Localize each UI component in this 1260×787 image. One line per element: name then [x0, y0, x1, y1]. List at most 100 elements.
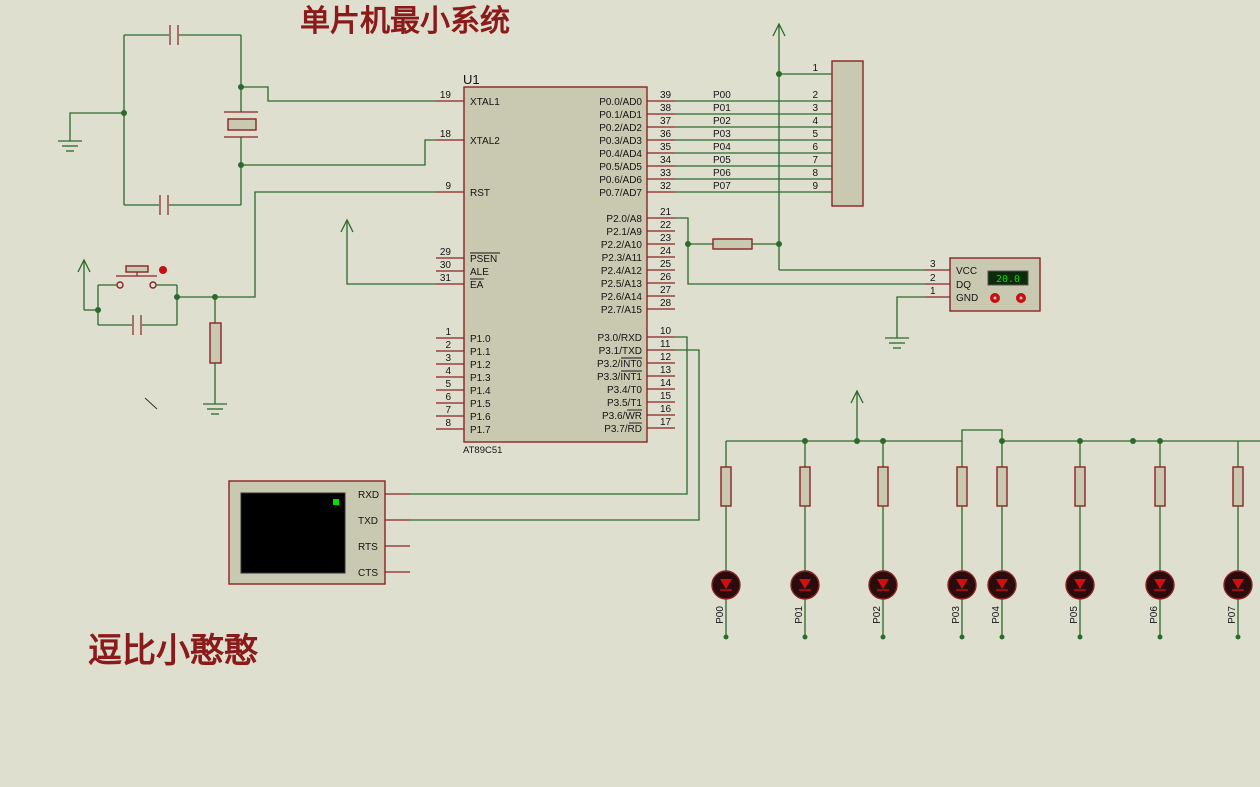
led-channel-p01[interactable]: P01	[790, 441, 820, 640]
capacitor-c3[interactable]	[132, 315, 142, 335]
wire-rxd[interactable]	[410, 336, 688, 495]
virtual-terminal[interactable]: RXD TXD RTS CTS	[228, 480, 410, 585]
u1-pin-p1-3[interactable]: 4P1.3	[436, 366, 491, 384]
u1-body[interactable]	[463, 86, 648, 443]
wire-txd[interactable]	[410, 349, 700, 521]
u1-pin-p1-4[interactable]: 5P1.4	[436, 379, 491, 397]
button-indicator-icon[interactable]	[159, 266, 167, 274]
wire-gnd[interactable]	[896, 296, 925, 338]
pin-number: 18	[440, 129, 452, 140]
reset-button[interactable]	[116, 265, 167, 289]
wire-xtal1[interactable]	[241, 86, 436, 102]
pin-number: 16	[660, 404, 672, 415]
resistor[interactable]	[877, 466, 889, 507]
power-terminal[interactable]	[340, 218, 354, 233]
led-channel-p06[interactable]: P06	[1145, 441, 1175, 640]
resistor[interactable]	[1232, 466, 1244, 507]
pin-name: P2.2/A10	[601, 240, 643, 251]
u1-pin-p1-1[interactable]: 2P1.1	[436, 340, 491, 358]
u1-pin-p1-2[interactable]: 3P1.2	[436, 353, 491, 371]
led-channel-p05[interactable]: P05	[1065, 441, 1095, 640]
pin-name: P1.2	[470, 360, 491, 371]
u1-pin-p1-6[interactable]: 7P1.6	[436, 405, 491, 423]
wire-dq[interactable]	[675, 217, 925, 285]
u1-pin-p1-5[interactable]: 6P1.5	[436, 392, 491, 410]
power-terminal[interactable]	[77, 258, 91, 310]
u1-pin-p1-7[interactable]: 8P1.7	[436, 418, 491, 436]
crystal-x1[interactable]	[224, 111, 258, 138]
resistor[interactable]	[799, 466, 811, 507]
u1-pin-p1-0[interactable]: 1P1.0	[436, 327, 491, 345]
led-array[interactable]: P00 P01 P02 P03 P04	[711, 389, 1260, 640]
resistor[interactable]	[1074, 466, 1086, 507]
led-channel-p03[interactable]: P03	[947, 441, 977, 640]
capacitor-c1[interactable]	[169, 25, 179, 45]
ground-symbol[interactable]	[885, 337, 909, 349]
resistor[interactable]	[996, 466, 1008, 507]
wire-ea[interactable]	[346, 220, 436, 285]
crystal-circuit[interactable]	[58, 25, 436, 215]
ground-symbol[interactable]	[58, 140, 82, 152]
wire-rst[interactable]	[177, 191, 436, 298]
capacitor-c2[interactable]	[159, 195, 169, 215]
terminal-screen[interactable]	[240, 492, 346, 574]
reset-circuit[interactable]	[77, 191, 436, 415]
ds18b20-sensor[interactable]: 3 2 1 VCC DQ GND 20.0	[925, 257, 1041, 312]
pin-name: P0.3/AD3	[599, 136, 642, 147]
resistor[interactable]	[956, 466, 968, 507]
resistor[interactable]	[720, 466, 732, 507]
vcc-rail[interactable]	[772, 22, 925, 271]
led-channel-p07[interactable]: P07	[1223, 441, 1253, 640]
led-channel-p00[interactable]: P00	[711, 441, 741, 640]
wire-xtal2[interactable]	[241, 139, 436, 166]
wire[interactable]	[69, 112, 124, 141]
led-channel-p04[interactable]: P04	[987, 441, 1017, 640]
resistor[interactable]	[1154, 466, 1166, 507]
net-label: P04	[713, 142, 731, 153]
led-channel-p02[interactable]: P02	[868, 441, 898, 640]
pin-name: P1.3	[470, 373, 491, 384]
wire-led-bus[interactable]	[961, 429, 1003, 441]
dq-line[interactable]	[675, 217, 925, 285]
led-label: P04	[991, 606, 1002, 624]
pullup-connector[interactable]: 1 2 3 4 5 6 7 8 9	[812, 60, 864, 207]
pin-name: P2.3/A11	[602, 253, 643, 264]
ground-symbol[interactable]	[203, 403, 227, 415]
resistor-pullup[interactable]	[712, 238, 753, 250]
p0-bus[interactable]: P00 P01 P02 P03 P04 P05 P06 P07	[675, 90, 832, 193]
resistor-r1[interactable]	[209, 322, 222, 364]
u1-ref-label: U1	[463, 72, 480, 87]
